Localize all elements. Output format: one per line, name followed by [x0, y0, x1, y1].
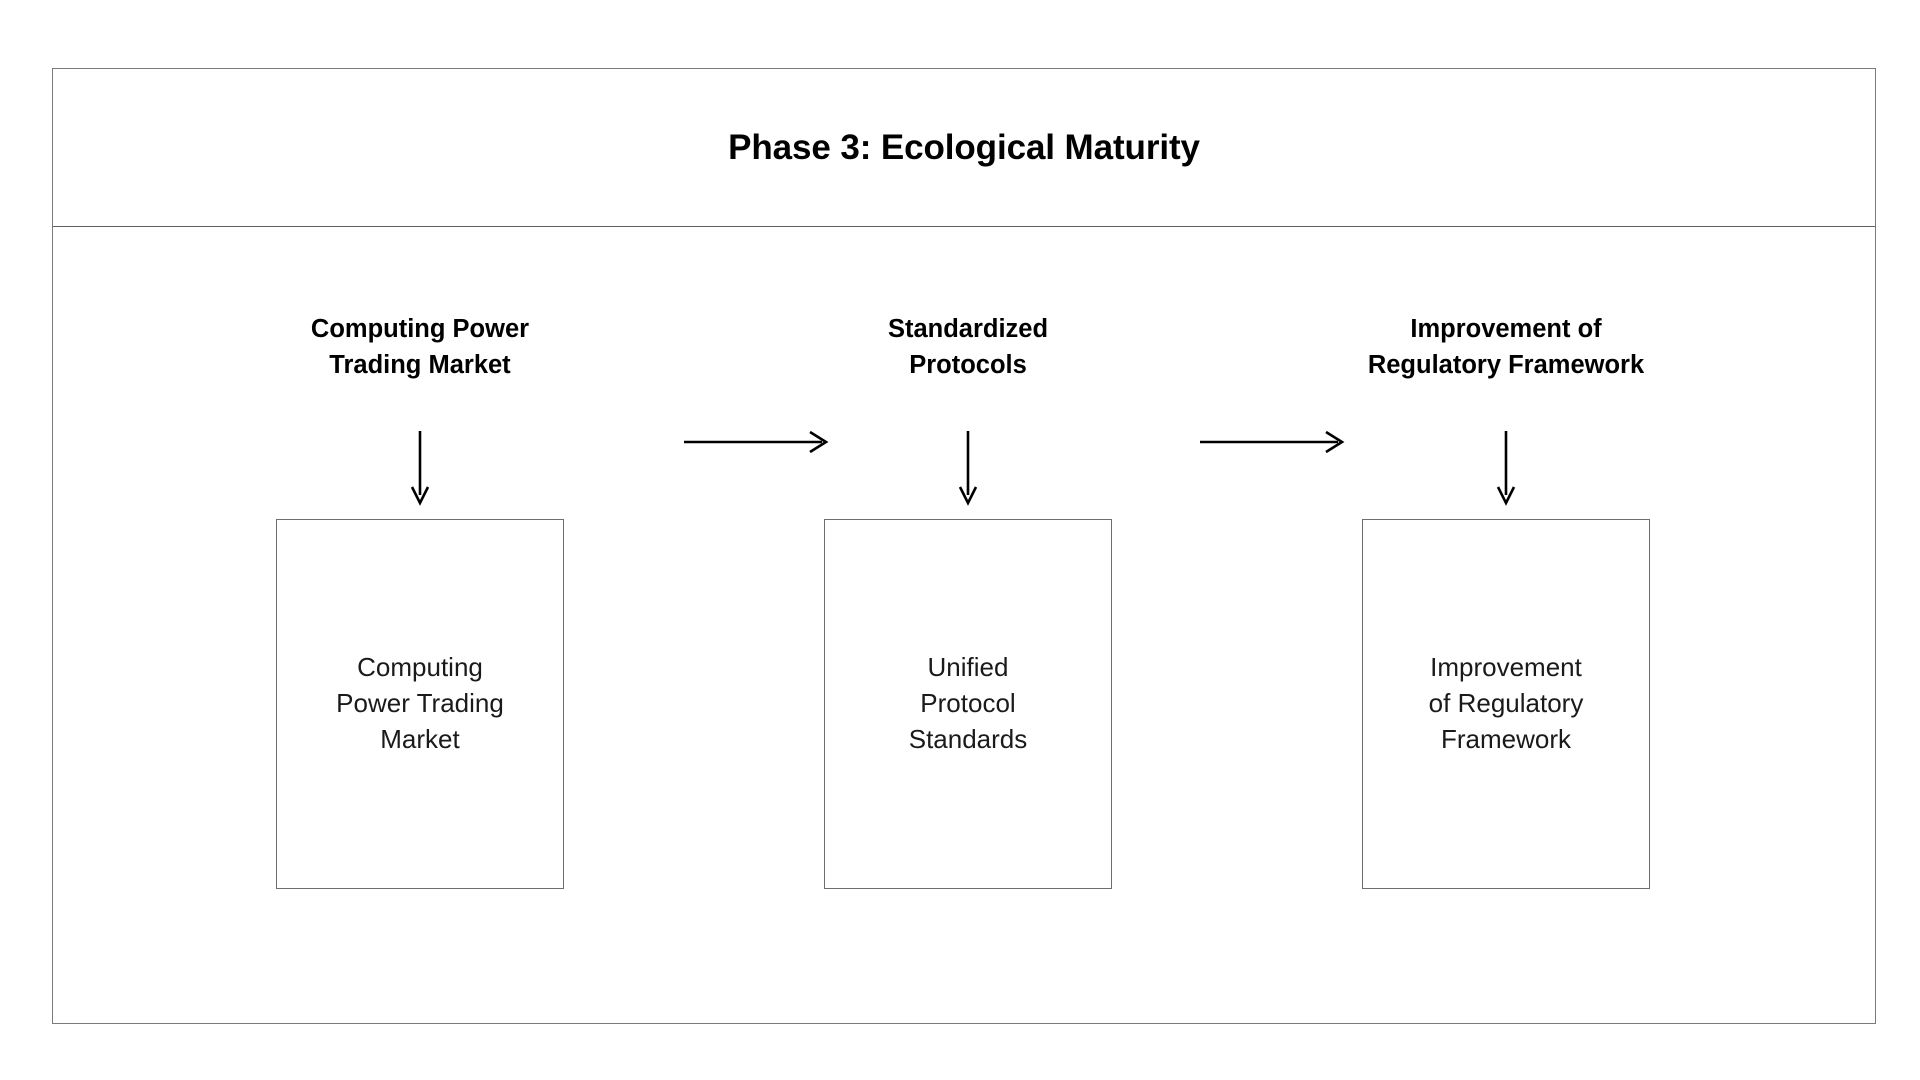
- diagram-body: Computing Power Trading Market Computing…: [53, 227, 1875, 1025]
- detail-box-1-text: Computing Power Trading Market: [328, 650, 512, 758]
- arrow-right-icon-1: [684, 425, 832, 459]
- column-header-1-line2: Trading Market: [329, 351, 511, 380]
- arrow-down-icon: [406, 431, 434, 509]
- arrow-down-icon: [954, 431, 982, 509]
- detail-box-3-line3: Framework: [1440, 723, 1571, 754]
- flow-column-computing-power-trading-market: Computing Power Trading Market Computing…: [205, 227, 635, 1025]
- detail-box-3-line1: Improvement: [1430, 652, 1582, 683]
- column-header-3-line2: Regulatory Framework: [1367, 351, 1645, 380]
- arrow-right-icon-2: [1200, 425, 1348, 459]
- detail-box-2-line2: Protocol: [920, 688, 1016, 719]
- column-header-2: Standardized Protocols: [753, 311, 1183, 383]
- flow-column-standardized-protocols: Standardized Protocols Unified Protocol …: [753, 227, 1183, 1025]
- arrow-down-icon: [1492, 431, 1520, 509]
- detail-box-3-line2: of Regulatory: [1428, 688, 1584, 719]
- diagram-outer-frame: Phase 3: Ecological Maturity Computing P…: [52, 68, 1876, 1024]
- column-header-3: Improvement of Regulatory Framework: [1291, 311, 1721, 383]
- detail-box-2-line1: Unified: [927, 652, 1009, 683]
- detail-box-3-text: Improvement of Regulatory Framework: [1421, 650, 1592, 758]
- column-header-2-line1: Standardized: [887, 315, 1049, 343]
- column-header-2-line2: Protocols: [909, 351, 1027, 380]
- detail-box-1-line1: Computing: [357, 652, 483, 683]
- detail-box-3: Improvement of Regulatory Framework: [1362, 519, 1650, 889]
- detail-box-1-line2: Power Trading: [336, 688, 504, 719]
- column-header-1-line1: Computing Power: [310, 315, 530, 343]
- detail-box-1: Computing Power Trading Market: [276, 519, 564, 889]
- detail-box-2-line3: Standards: [908, 723, 1028, 754]
- column-header-1: Computing Power Trading Market: [205, 311, 635, 383]
- diagram-title-band: Phase 3: Ecological Maturity: [53, 69, 1875, 227]
- column-header-3-line1: Improvement of: [1410, 315, 1602, 343]
- detail-box-2: Unified Protocol Standards: [824, 519, 1112, 889]
- detail-box-2-text: Unified Protocol Standards: [901, 650, 1036, 758]
- diagram-title: Phase 3: Ecological Maturity: [728, 127, 1200, 167]
- flow-column-improvement-of-regulatory-framework: Improvement of Regulatory Framework Impr…: [1291, 227, 1721, 1025]
- detail-box-1-line3: Market: [380, 723, 460, 754]
